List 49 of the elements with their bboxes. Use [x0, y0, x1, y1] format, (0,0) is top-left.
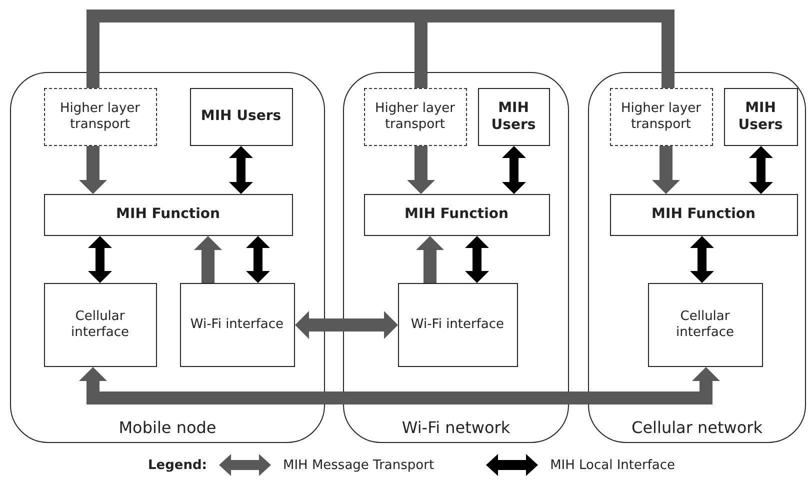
component-box [398, 282, 518, 366]
arrow [652, 146, 680, 194]
box-label: Wi-Fi interface [410, 316, 504, 332]
container-label: Mobile node [118, 418, 216, 438]
arrow [502, 146, 526, 194]
arrow [229, 146, 253, 194]
legend-text: MIH Message Transport [282, 458, 434, 472]
box-label: Higher layer transport [59, 100, 141, 132]
arrow [465, 236, 489, 283]
box-label: MIH Function [404, 206, 508, 223]
component-box [44, 282, 156, 366]
arrow [88, 236, 112, 283]
network-container [343, 72, 569, 443]
legend-heading: Legend: [148, 458, 207, 472]
arrow [79, 146, 107, 194]
arrow [246, 236, 270, 283]
component-box [364, 194, 550, 236]
box-label: MIH Users [490, 100, 537, 134]
arrow [79, 367, 720, 404]
dashed-box [610, 88, 712, 146]
component-box [44, 194, 292, 236]
legend-text: MIH Local Interface [550, 458, 676, 472]
container-label: Wi-Fi network [402, 418, 510, 438]
component-box [180, 282, 294, 366]
box-label: MIH Users [737, 100, 784, 134]
component-box [190, 88, 292, 146]
box-label: Higher layer transport [620, 100, 702, 132]
arrow [295, 311, 398, 339]
network-container [588, 72, 806, 443]
dashed-box [364, 88, 466, 146]
box-label: Cellular interface [70, 308, 130, 340]
box-label: MIH Users [200, 108, 282, 125]
arrow [690, 236, 714, 283]
arrow [416, 236, 444, 283]
box-label: Cellular interface [675, 308, 735, 340]
dashed-box [44, 88, 156, 146]
component-box [724, 88, 798, 146]
component-box [478, 88, 550, 146]
network-container [10, 72, 325, 443]
box-label: Higher layer transport [374, 100, 456, 132]
container-label: Cellular network [632, 418, 762, 438]
box-label: MIH Function [116, 206, 220, 223]
component-box [648, 282, 762, 366]
arrow [194, 236, 222, 283]
arrow [749, 146, 773, 194]
component-box [610, 194, 798, 236]
arrow [407, 146, 435, 194]
box-label: MIH Function [652, 206, 756, 223]
box-label: Wi-Fi interface [190, 316, 284, 332]
